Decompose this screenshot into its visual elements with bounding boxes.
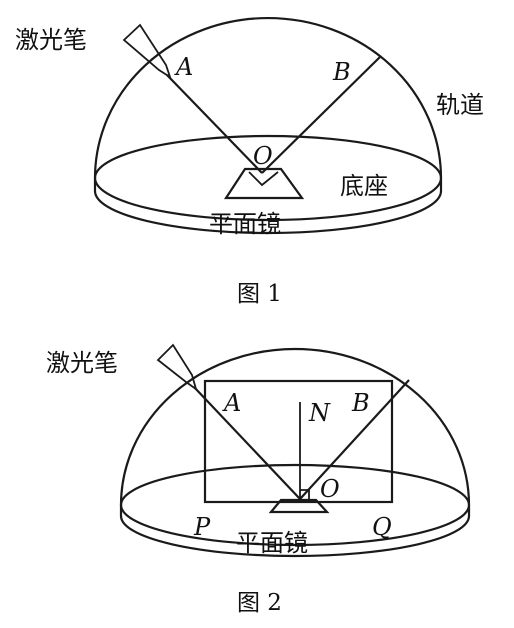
fig1-mirror-surface	[248, 171, 279, 187]
fig2-base-bottom	[119, 505, 471, 558]
fig2-track-arc	[119, 347, 471, 506]
fig1-base-label: 底座	[340, 172, 388, 200]
fig1-pen-label: 激光笔	[15, 26, 87, 54]
fig1-base-bottom	[93, 178, 443, 235]
fig2-pen-label: 激光笔	[46, 349, 118, 377]
fig2-point-o: O	[320, 475, 340, 503]
fig2-laser-pen	[156, 343, 198, 392]
fig2-reflected-ray	[299, 379, 410, 500]
figure-1: 激光笔 A B O 轨道 底座 平面镜 图 1	[15, 16, 484, 307]
fig1-point-o: O	[253, 142, 273, 170]
fig2-right-angle-mark	[300, 489, 310, 499]
fig1-mirror-label: 平面镜	[209, 210, 281, 238]
fig1-mirror	[223, 167, 305, 200]
fig1-laser-pen	[122, 23, 172, 80]
fig1-point-b: B	[332, 58, 351, 86]
fig1-incident-ray	[166, 74, 263, 174]
figure-2: 激光笔 A N B O P Q 平面镜 图 2	[46, 343, 471, 616]
fig1-reflected-ray	[261, 55, 382, 174]
fig1-point-a: A	[174, 53, 193, 81]
fig2-caption: 图 2	[237, 590, 282, 616]
fig1-track-label: 轨道	[436, 91, 484, 119]
fig2-point-b: B	[351, 389, 370, 417]
fig2-mirror	[268, 498, 330, 514]
fig2-mirror-label: 平面镜	[236, 529, 308, 557]
fig2-point-a: A	[222, 389, 241, 417]
fig2-incident-ray	[193, 386, 301, 500]
fig2-point-q: Q	[372, 513, 392, 541]
fig2-point-n: N	[308, 399, 331, 427]
fig2-board	[203, 379, 394, 504]
fig2-point-p: P	[193, 513, 211, 541]
fig1-track-arc	[93, 16, 443, 179]
fig1-caption: 图 1	[237, 281, 282, 307]
